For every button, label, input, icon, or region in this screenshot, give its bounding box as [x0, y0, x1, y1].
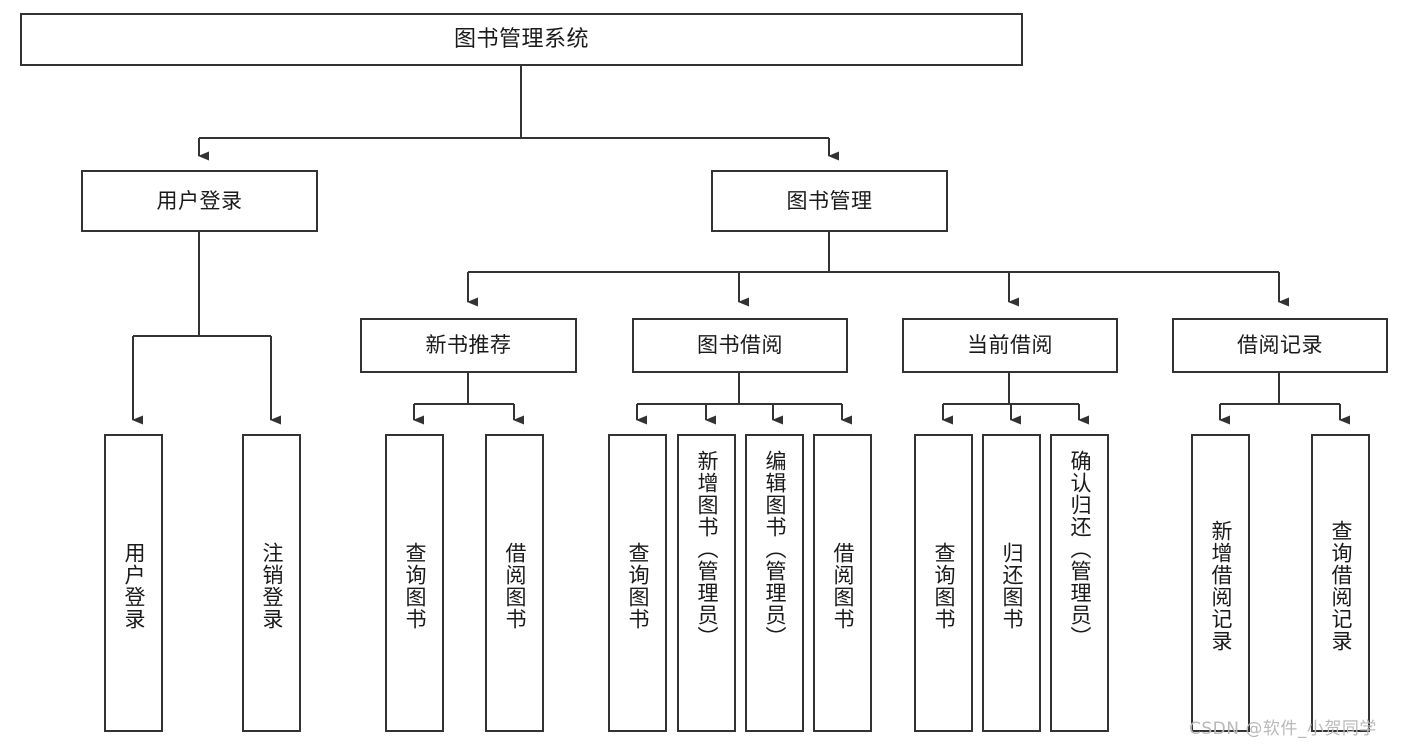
node-leaf-query-borrow-record[interactable]: 查询借阅记录	[1311, 434, 1370, 732]
node-label: 当前借阅	[967, 333, 1053, 358]
node-book-manage[interactable]: 图书管理	[711, 170, 948, 232]
node-user-login[interactable]: 用户登录	[81, 170, 318, 232]
node-leaf-query-book-recommend[interactable]: 查询图书	[385, 434, 444, 732]
node-label: 用户登录	[156, 188, 243, 213]
csdn-watermark: CSDN @软件_小贺同学	[1189, 719, 1377, 739]
node-leaf-borrow-book-recommend[interactable]: 借阅图书	[485, 434, 544, 732]
node-label: 新增图书（管理员）	[694, 450, 719, 648]
node-leaf-logout-login[interactable]: 注销登录	[242, 434, 301, 732]
node-label: 编辑图书（管理员）	[762, 450, 787, 648]
node-label: 归还图书	[999, 542, 1024, 630]
node-borrow-record[interactable]: 借阅记录	[1172, 318, 1388, 373]
node-leaf-borrow-book-borrow[interactable]: 借阅图书	[813, 434, 872, 732]
node-label: 查询图书	[402, 542, 427, 630]
node-label: 图书管理	[786, 188, 873, 213]
node-leaf-return-book[interactable]: 归还图书	[982, 434, 1041, 732]
node-book-borrow[interactable]: 图书借阅	[632, 318, 848, 373]
node-leaf-query-book-borrow[interactable]: 查询图书	[608, 434, 667, 732]
node-leaf-query-book-current[interactable]: 查询图书	[914, 434, 973, 732]
node-leaf-add-book-admin[interactable]: 新增图书（管理员）	[677, 434, 736, 732]
node-leaf-add-borrow-record[interactable]: 新增借阅记录	[1191, 434, 1250, 732]
node-new-book-recommend[interactable]: 新书推荐	[360, 318, 577, 373]
node-label: 新增借阅记录	[1208, 520, 1233, 652]
node-root-book-management-system[interactable]: 图书管理系统	[20, 13, 1023, 66]
node-label: 图书管理系统	[453, 26, 589, 52]
node-label: 借阅图书	[502, 542, 527, 630]
node-label: 查询借阅记录	[1328, 520, 1353, 652]
node-label: 查询图书	[931, 542, 956, 630]
node-label: 确认归还（管理员）	[1067, 450, 1092, 648]
node-label: 用户登录	[121, 542, 146, 630]
node-label: 查询图书	[625, 542, 650, 630]
node-label: 注销登录	[259, 542, 284, 630]
node-label: 借阅图书	[830, 542, 855, 630]
node-label: 新书推荐	[425, 333, 512, 358]
node-label: 图书借阅	[697, 333, 783, 358]
node-leaf-confirm-return-admin[interactable]: 确认归还（管理员）	[1050, 434, 1109, 732]
node-current-borrow[interactable]: 当前借阅	[902, 318, 1118, 373]
node-leaf-edit-book-admin[interactable]: 编辑图书（管理员）	[745, 434, 804, 732]
node-label: 借阅记录	[1237, 333, 1323, 358]
node-leaf-user-login[interactable]: 用户登录	[104, 434, 163, 732]
